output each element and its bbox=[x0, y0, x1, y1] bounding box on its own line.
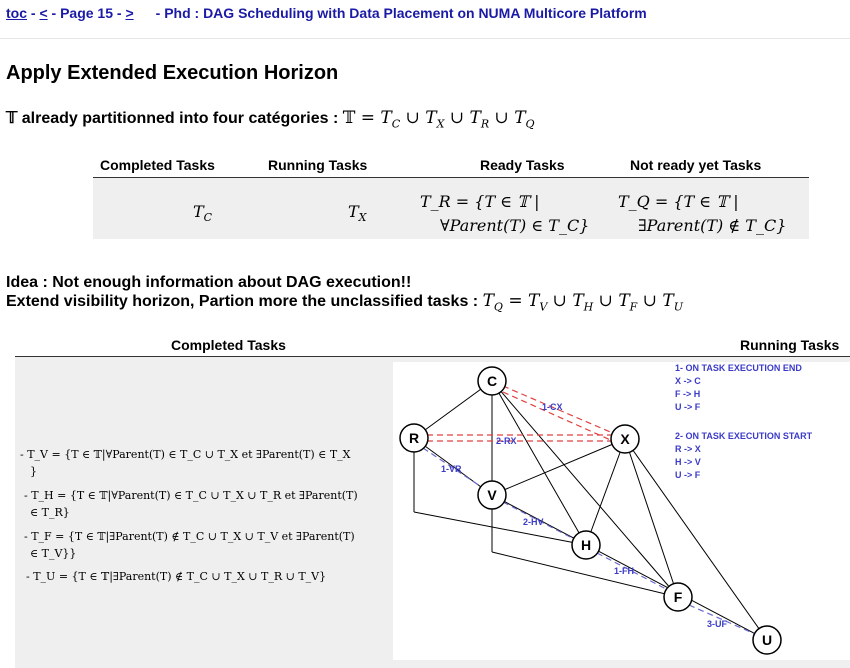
node-label-f: F bbox=[674, 589, 683, 605]
label-2-hv: 2-HV bbox=[523, 517, 544, 527]
def-tf-line1: - T_F = {T ∈ 𝕋|∃Parent(T) ∉ T_C ∪ T_X ∪ … bbox=[24, 530, 355, 543]
label-1-fh: 1-FH bbox=[614, 566, 634, 576]
edge-c-r bbox=[413, 380, 493, 439]
cell-ready-line2: ∀Parent(T) ∈ T_C} bbox=[440, 216, 590, 235]
node-label-u: U bbox=[762, 632, 772, 648]
node-label-r: R bbox=[409, 430, 419, 446]
label-1-cx: 1-CX bbox=[542, 402, 563, 412]
edge-r-v bbox=[413, 437, 493, 496]
edge-x-h bbox=[585, 438, 626, 546]
node-f bbox=[663, 582, 693, 612]
partition-formula: 𝕋 = TC ∪ TX ∪ TR ∪ TQ bbox=[342, 108, 535, 131]
cell-notready-line1: T_Q = {T ∈ 𝕋 | bbox=[618, 192, 739, 211]
t2-header-running: Running Tasks bbox=[740, 337, 840, 353]
def-th-line2: ∈ T_R} bbox=[30, 506, 70, 519]
header-running: Running Tasks bbox=[268, 157, 368, 173]
dash-r-v bbox=[422, 447, 484, 489]
edge-labels: 1-CX 2-RX 1-VR 2-HV 1-FH 3-UF bbox=[441, 402, 728, 629]
partition-line: 𝕋 already partitionned into four catégor… bbox=[6, 108, 535, 130]
label-2-rx: 2-RX bbox=[496, 436, 517, 446]
label-3-uf: 3-UF bbox=[707, 619, 728, 629]
dash-c-x-2 bbox=[502, 391, 616, 443]
node-label-c: C bbox=[487, 373, 497, 389]
def-tu-line1: - T_U = {T ∈ 𝕋|∃Parent(T) ∉ T_C ∪ T_X ∪ … bbox=[26, 570, 327, 583]
legend-start-2: H -> V bbox=[675, 457, 701, 467]
nodes bbox=[399, 366, 782, 655]
slide-heading: Apply Extended Execution Horizon bbox=[6, 62, 339, 84]
node-labels: C R X V H F U bbox=[409, 373, 772, 648]
legend-start-title: 2- ON TASK EXECUTION START bbox=[675, 431, 813, 441]
t2-header-completed: Completed Tasks bbox=[171, 337, 286, 353]
document-title: - Phd : DAG Scheduling with Data Placeme… bbox=[155, 5, 647, 21]
node-x bbox=[610, 424, 640, 454]
page-indicator: - Page 15 - bbox=[47, 5, 126, 21]
cell-ready-line1: T_R = {T ∈ 𝕋 | bbox=[420, 192, 540, 211]
cell-notready-line2: ∃Parent(T) ∉ T_C} bbox=[638, 216, 787, 235]
nav-sep: - bbox=[27, 5, 40, 21]
extend-formula: TQ = TV ∪ TH ∪ TF ∪ TU bbox=[482, 291, 683, 314]
edge-c-f bbox=[491, 380, 679, 598]
def-tv-line2: } bbox=[30, 465, 37, 478]
label-1-vr: 1-VR bbox=[441, 464, 462, 474]
dash-h-f bbox=[596, 552, 667, 590]
legend-end-1: X -> C bbox=[675, 376, 701, 386]
idea-line: Idea : Not enough information about DAG … bbox=[6, 274, 412, 291]
node-c bbox=[477, 366, 507, 396]
cell-running: TX bbox=[348, 202, 367, 225]
header-divider bbox=[0, 38, 850, 39]
node-h bbox=[571, 530, 601, 560]
prev-page-link[interactable]: < bbox=[39, 5, 48, 21]
legend-start-1: R -> X bbox=[675, 444, 701, 454]
partition-text: 𝕋 already partitionned into four catégor… bbox=[6, 110, 343, 127]
node-label-x: X bbox=[620, 431, 630, 447]
cell-completed: TC bbox=[193, 202, 213, 225]
def-th-line1: - T_H = {T ∈ 𝕋|∀Parent(T) ∈ T_C ∪ T_X ∪ … bbox=[24, 489, 358, 502]
edge-v-f bbox=[491, 551, 679, 598]
dash-f-u bbox=[688, 604, 756, 635]
legend-end-3: U -> F bbox=[675, 402, 701, 412]
dashed-edges bbox=[422, 385, 756, 635]
nav-bar: toc - < - Page 15 - > - Phd : DAG Schedul… bbox=[6, 5, 647, 21]
def-tu: - T_U = {T ∈ 𝕋|∃Parent(T) ∉ T_C ∪ T_X ∪ … bbox=[26, 568, 326, 585]
edge-v-u bbox=[491, 494, 768, 641]
extend-line: Extend visibility horizon, Partion more … bbox=[6, 291, 683, 313]
header-completed: Completed Tasks bbox=[100, 157, 215, 173]
categories-table: Completed Tasks Running Tasks Ready Task… bbox=[93, 152, 809, 239]
legend-end-2: F -> H bbox=[675, 389, 700, 399]
node-r bbox=[399, 423, 429, 453]
node-v bbox=[477, 480, 507, 510]
table-body: TC TX T_R = {T ∈ 𝕋 | ∀Parent(T) ∈ T_C} T… bbox=[93, 178, 809, 239]
dag-diagram: 1-CX 2-RX 1-VR 2-HV 1-FH 3-UF C R X V H … bbox=[393, 362, 850, 660]
legend-start-3: U -> F bbox=[675, 470, 701, 480]
def-th: - T_H = {T ∈ 𝕋|∀Parent(T) ∈ T_C ∪ T_X ∪ … bbox=[24, 487, 358, 521]
edge-x-v bbox=[491, 438, 626, 496]
dash-c-x-1 bbox=[502, 385, 616, 435]
node-u bbox=[752, 625, 782, 655]
edge-x-u bbox=[624, 438, 768, 641]
def-tv: - T_V = {T ∈ 𝕋|∀Parent(T) ∈ T_C ∪ T_X et… bbox=[20, 446, 350, 480]
toc-link[interactable]: toc bbox=[6, 5, 27, 21]
node-label-h: H bbox=[581, 537, 591, 553]
def-tv-line1: - T_V = {T ∈ 𝕋|∀Parent(T) ∈ T_C ∪ T_X et… bbox=[20, 448, 351, 461]
def-tf-line2: ∈ T_V}} bbox=[30, 547, 77, 560]
legend-end-title: 1- ON TASK EXECUTION END bbox=[675, 363, 802, 373]
t2-header-rule bbox=[15, 356, 850, 357]
header-ready: Ready Tasks bbox=[480, 157, 565, 173]
extend-text: Extend visibility horizon, Partion more … bbox=[6, 293, 483, 310]
def-tf: - T_F = {T ∈ 𝕋|∃Parent(T) ∉ T_C ∪ T_X ∪ … bbox=[24, 528, 355, 562]
table-header-rule bbox=[93, 177, 809, 178]
header-not-ready: Not ready yet Tasks bbox=[630, 157, 762, 173]
node-label-v: V bbox=[487, 487, 497, 503]
dag-svg: 1-CX 2-RX 1-VR 2-HV 1-FH 3-UF C R X V H … bbox=[399, 363, 813, 655]
edge-r-h bbox=[413, 511, 587, 546]
edge-c-h bbox=[491, 380, 587, 546]
legend: 1- ON TASK EXECUTION END X -> C F -> H U… bbox=[675, 363, 813, 480]
dash-v-h bbox=[502, 501, 575, 540]
edges bbox=[413, 380, 768, 641]
next-page-link[interactable]: > bbox=[125, 5, 134, 21]
edge-x-f bbox=[624, 438, 679, 598]
